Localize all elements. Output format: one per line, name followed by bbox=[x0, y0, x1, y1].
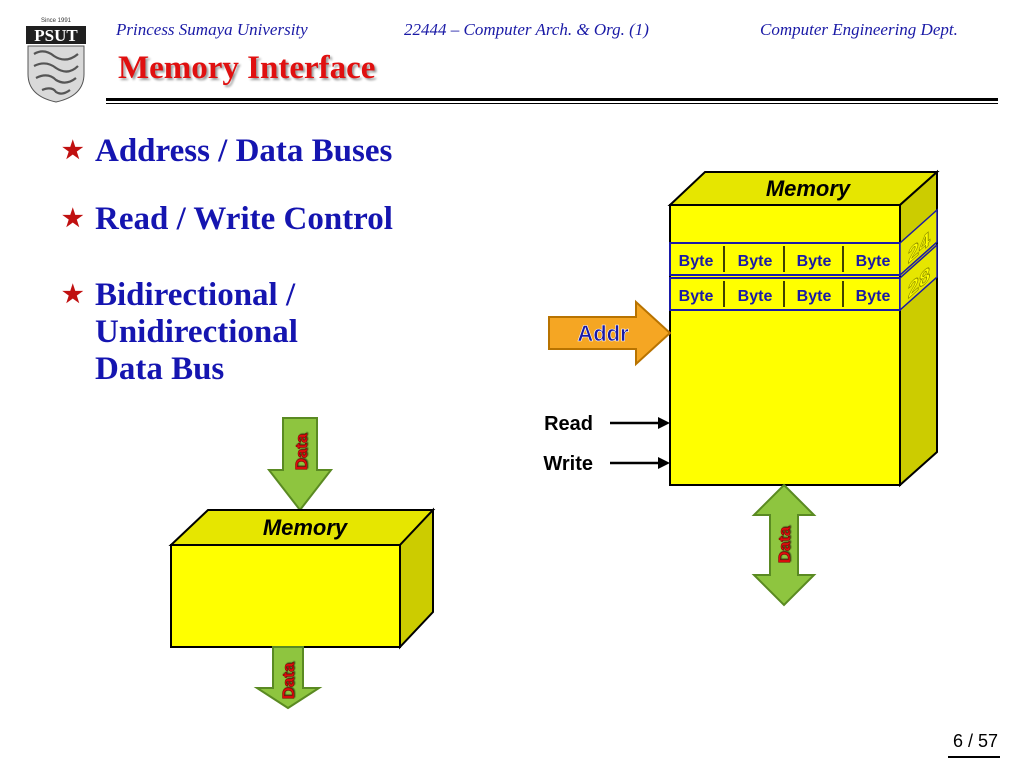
read-label: Read bbox=[544, 413, 593, 435]
data-in-arrow bbox=[266, 417, 334, 512]
byte-cell: Byte bbox=[738, 288, 773, 305]
page-number: 6 / 57 bbox=[952, 731, 998, 751]
header-department: Computer Engineering Dept. bbox=[760, 20, 958, 39]
byte-cell: Byte bbox=[679, 253, 714, 270]
data-in-label: Data bbox=[292, 433, 311, 470]
memory-box-front bbox=[170, 544, 401, 648]
data-out-arrow bbox=[253, 646, 323, 710]
bidirectional-memory-diagram: Memory Byte Byte Byte Byte Byte Byte Byt… bbox=[543, 169, 940, 607]
star-icon: ★ bbox=[62, 206, 84, 232]
svg-text:Since 1991: Since 1991 bbox=[41, 18, 72, 24]
bullet-text: Read / Write Control bbox=[95, 201, 393, 237]
unidirectional-memory-diagram: Data Memory Data bbox=[168, 417, 436, 710]
bullet-item: ★ Bidirectional / Unidirectional Data Bu… bbox=[62, 277, 502, 388]
byte-cell: Byte bbox=[797, 253, 832, 270]
addr-label: Addr bbox=[577, 321, 629, 346]
byte-row: Byte Byte Byte Byte bbox=[669, 277, 901, 311]
star-icon: ★ bbox=[62, 282, 84, 308]
svg-text:PSUT: PSUT bbox=[34, 26, 78, 45]
byte-row: Byte Byte Byte Byte bbox=[669, 242, 901, 276]
page-number-rule bbox=[948, 756, 1000, 758]
byte-cell: Byte bbox=[738, 253, 773, 270]
bullet-line: Unidirectional bbox=[95, 314, 298, 350]
byte-cell: Byte bbox=[856, 288, 891, 305]
data-out-label: Data bbox=[279, 662, 298, 699]
title-rule bbox=[106, 98, 998, 101]
slide-title: Memory Interface bbox=[118, 50, 376, 86]
title-rule-thin bbox=[106, 103, 998, 104]
write-label: Write bbox=[543, 453, 593, 475]
bullet-item: ★ Read / Write Control bbox=[62, 201, 502, 238]
bullet-text: Address / Data Buses bbox=[95, 133, 393, 169]
bullet-text: Bidirectional / Unidirectional Data Bus bbox=[95, 277, 502, 388]
byte-cell: Byte bbox=[797, 288, 832, 305]
bullet-item: ★ Address / Data Buses bbox=[62, 133, 502, 170]
bullet-line: Bidirectional / bbox=[95, 277, 296, 313]
byte-cell: Byte bbox=[856, 253, 891, 270]
addr-arrow bbox=[548, 299, 672, 367]
bullet-line: Data Bus bbox=[95, 351, 225, 387]
header-course: 22444 – Computer Arch. & Org. (1) bbox=[404, 20, 649, 39]
header-university: Princess Sumaya University bbox=[116, 20, 308, 39]
byte-cell: Byte bbox=[679, 288, 714, 305]
memory-label: Memory bbox=[263, 515, 349, 540]
star-icon: ★ bbox=[62, 138, 84, 164]
data-bidirectional-arrow bbox=[751, 483, 817, 607]
memory-label: Memory bbox=[766, 176, 852, 201]
data-bidirectional-label: Data bbox=[775, 526, 794, 563]
psut-logo: Since 1991 PSUT bbox=[26, 18, 86, 103]
